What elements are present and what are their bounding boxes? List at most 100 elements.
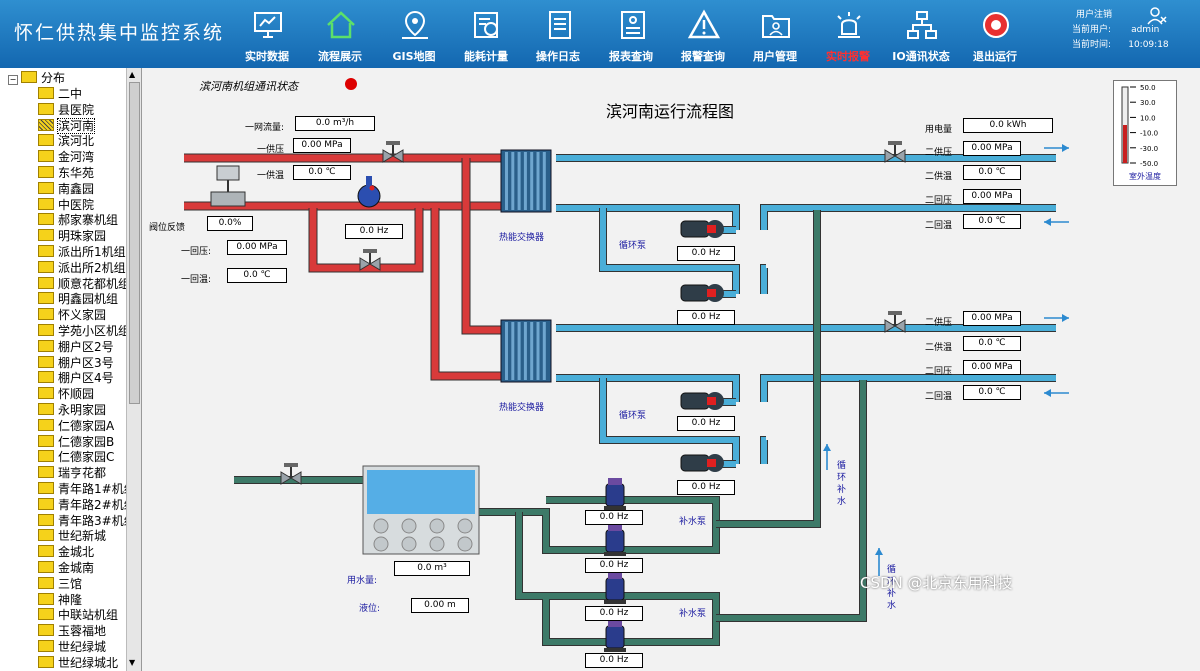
comm-status-light: [345, 78, 357, 90]
nav-monitor-button[interactable]: 实时数据: [233, 4, 301, 64]
heat-exchanger-2-plate: [542, 322, 546, 380]
tree-item[interactable]: 滨河南: [38, 117, 96, 134]
heat-exchanger-1-plate: [530, 152, 534, 210]
nav-label: 实时报警: [826, 50, 870, 63]
tree-item[interactable]: 世纪绿城: [38, 639, 106, 655]
current-user-label: 当前用户:: [1072, 25, 1112, 35]
tree-item[interactable]: 怀义家园: [38, 307, 106, 323]
monitor-icon: [254, 12, 282, 38]
nav-power-button[interactable]: 退出运行: [961, 4, 1029, 64]
tree-item[interactable]: 仁德家园B: [38, 434, 114, 450]
logout-link[interactable]: 用户注销: [1076, 10, 1113, 20]
folder-icon: [38, 276, 54, 289]
tree-item[interactable]: 世纪绿城北: [38, 655, 118, 671]
folder-icon: [38, 608, 54, 621]
primary-return-pressure-value: 0.00 MPa: [227, 240, 287, 255]
collapse-icon[interactable]: −: [8, 75, 18, 85]
makeup-pump-3-base: [604, 600, 626, 604]
nav-meter-gear-button[interactable]: 能耗计量: [452, 4, 520, 64]
tree-item[interactable]: 仁德家园C: [38, 449, 114, 465]
tree-item[interactable]: 怀顺园: [38, 386, 94, 402]
tree-item[interactable]: 顺意花都机组: [38, 276, 130, 292]
water-tank-panel: [457, 536, 473, 552]
bypass-pipe: [309, 208, 423, 272]
tree-item[interactable]: 派出所2机组: [38, 260, 126, 276]
tree-item[interactable]: 滨河北: [38, 133, 94, 149]
tree-item[interactable]: 棚户区2号: [38, 339, 114, 355]
app-title: 怀仁供热集中监控系统: [14, 22, 225, 44]
sec1-supply-temp-label: 二供温: [925, 172, 953, 182]
water-use-value: 0.0 m³: [394, 561, 470, 576]
folder-icon: [38, 434, 54, 447]
heat-exchanger-1-plate: [517, 152, 521, 210]
sec2-pump2-hz: 0.0 Hz: [677, 480, 735, 495]
tree-scrollbar[interactable]: ▲ ▼: [126, 68, 141, 671]
tree-item[interactable]: 郝家寨机组: [38, 212, 118, 228]
tree-item[interactable]: 南鑫园: [38, 181, 94, 197]
primary-supply-valve-handle: [386, 141, 400, 145]
bypass-valve-handle: [363, 249, 377, 253]
scroll-up-arrow[interactable]: ▲: [129, 70, 136, 79]
tree-item[interactable]: 中医院: [38, 197, 94, 213]
water-tank-panel: [457, 518, 473, 534]
makeup-pump-2-top: [608, 524, 622, 531]
tree-item[interactable]: 派出所1机组: [38, 244, 126, 260]
tree-item[interactable]: 玉蓉福地: [38, 623, 106, 639]
nav-alarm-light-button[interactable]: 实时报警: [814, 4, 882, 64]
nav-network-button[interactable]: IO通讯状态: [887, 4, 955, 64]
nav-report-button[interactable]: 报表查询: [597, 4, 665, 64]
folder-icon: [38, 624, 54, 637]
tree-item[interactable]: 永明家园: [38, 402, 106, 418]
sec2-pump1-out: [761, 375, 1056, 402]
tree-item[interactable]: 二中: [38, 86, 82, 102]
flow-diagram: [184, 141, 1069, 652]
nav-label: 用户管理: [753, 50, 797, 63]
folder-icon: [21, 71, 37, 83]
tree-item[interactable]: 金河湾: [38, 149, 94, 165]
tree-item[interactable]: 明珠家园: [38, 228, 106, 244]
tree-item[interactable]: 青年路2#机组: [38, 497, 136, 513]
scroll-thumb[interactable]: [129, 82, 140, 404]
tree-item[interactable]: 三馆: [38, 576, 82, 592]
user-logout-icon[interactable]: [1146, 6, 1168, 26]
tree-item[interactable]: 青年路3#机组: [38, 513, 136, 529]
regulating-valve-actuator: [216, 165, 240, 181]
makeup1-arrow-head: [823, 444, 831, 451]
network-icon: [907, 11, 937, 39]
folder-icon: [38, 181, 54, 194]
sec1-pump2-out: [761, 265, 767, 294]
nav-map-pin-button[interactable]: GIS地图: [380, 4, 448, 64]
tree-item[interactable]: 中联站机组: [38, 607, 118, 623]
sec2-supply-pressure-label: 二供压: [925, 318, 953, 328]
hx2-label: 热能交换器: [499, 403, 545, 413]
tree-item[interactable]: 仁德家园A: [38, 418, 114, 434]
tree-item[interactable]: 东华苑: [38, 165, 94, 181]
tree-item[interactable]: 神隆: [38, 592, 82, 608]
sec2-return-temp-label: 二回温: [925, 392, 953, 402]
nav-label: 报警查询: [681, 50, 725, 63]
scroll-down-arrow[interactable]: ▼: [129, 658, 136, 667]
meter-gear-icon: [474, 12, 498, 38]
valve-feedback-label: 阀位反馈: [149, 223, 186, 233]
water-tank-panel: [401, 536, 417, 552]
tree-item[interactable]: 棚户区3号: [38, 355, 114, 371]
tree-item[interactable]: 学苑小区机组: [38, 323, 130, 339]
tree-item[interactable]: 县医院: [38, 102, 94, 118]
tree-item[interactable]: 明鑫园机组: [38, 291, 118, 307]
tree-item[interactable]: 金城南: [38, 560, 94, 576]
tree-item[interactable]: 棚户区4号: [38, 370, 114, 386]
heat-exchanger-2-plate: [511, 322, 515, 380]
nav-warning-button[interactable]: 报警查询: [669, 4, 737, 64]
water-tank-panel: [373, 536, 389, 552]
makeup-pump-3-top: [608, 572, 622, 579]
tree-item[interactable]: 世纪新城: [38, 528, 106, 544]
nav-user-folder-button[interactable]: 用户管理: [741, 4, 809, 64]
nav-home-button[interactable]: 流程展示: [306, 4, 374, 64]
tree-item[interactable]: 金城北: [38, 544, 94, 560]
tree-item[interactable]: 青年路1#机组: [38, 481, 136, 497]
tree-item[interactable]: 瑞亨花都: [38, 465, 106, 481]
tree-root[interactable]: −分布: [8, 71, 66, 85]
user-folder-icon: [762, 15, 790, 38]
sec2-return-to-pump2: [600, 378, 739, 464]
nav-document-button[interactable]: 操作日志: [524, 4, 592, 64]
